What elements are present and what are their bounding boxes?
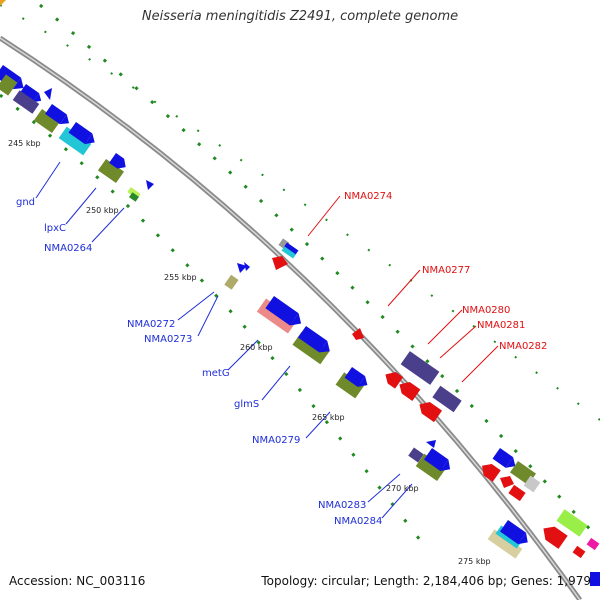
kbp-ticks: 245 kbp 250 kbp 255 kbp 260 kbp 265 kbp … [8,139,491,566]
genome-summary-text: Topology: circular; Length: 2,184,406 bp… [261,574,591,588]
map-title: Neisseria meningitidis Z2491, complete g… [141,9,459,24]
tick-label: 255 kbp [164,273,197,282]
gene-label[interactable]: NMA0272 [127,319,175,330]
reverse-gene-labels: NMA0274 NMA0277 NMA0280 NMA0281 NMA0282 [344,191,547,352]
gene-label[interactable]: NMA0281 [477,320,525,331]
tick-label: 270 kbp [386,484,419,493]
gene-label[interactable]: NMA0283 [318,500,366,511]
tick-label: 245 kbp [8,139,41,148]
gene-label[interactable]: metG [202,368,230,379]
gene-label[interactable]: NMA0284 [334,516,382,527]
gene-label[interactable]: glmS [234,399,259,410]
tick-label: 260 kbp [240,343,273,352]
forward-gene-labels: gnd lpxC NMA0264 NMA0272 NMA0273 metG gl… [16,197,382,527]
gene-label[interactable]: NMA0280 [462,305,510,316]
tick-label: 250 kbp [86,206,119,215]
gene-label[interactable]: lpxC [44,223,66,234]
gene-label[interactable]: NMA0264 [44,243,92,254]
gene-label[interactable]: NMA0274 [344,191,392,202]
gene-label[interactable]: gnd [16,197,35,208]
tick-label: 265 kbp [312,413,345,422]
gene-label[interactable]: NMA0282 [499,341,547,352]
gene-features [0,0,600,586]
gene-label[interactable]: NMA0279 [252,435,300,446]
accession-text: Accession: NC_003116 [9,574,146,588]
gene-label[interactable]: NMA0273 [144,334,192,345]
tick-label: 275 kbp [458,557,491,566]
gene-label[interactable]: NMA0277 [422,265,470,276]
label-leaders [35,161,499,519]
